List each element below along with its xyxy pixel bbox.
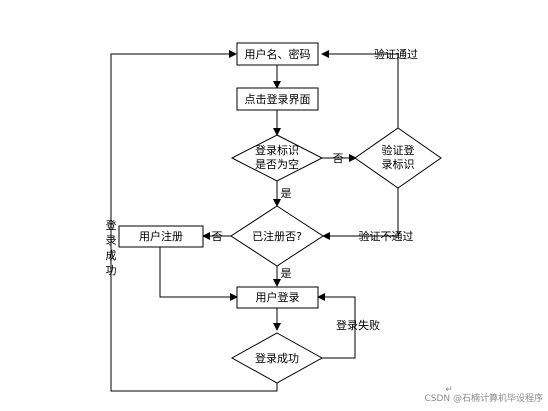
node-user-register: 用户注册 — [118, 225, 204, 248]
edge-register-to-login — [159, 247, 238, 301]
edge-label-no-flag: 否 — [333, 152, 344, 165]
node-login-success: 登录成功 — [230, 332, 324, 384]
vertical-char: 登 — [106, 218, 117, 232]
vertical-char: 录 — [106, 234, 117, 247]
decision-diamond — [230, 205, 324, 267]
edge-login-success-loop — [110, 50, 278, 392]
node-label-line2: 是否为空 — [255, 157, 299, 171]
edge-login-failed-loop — [317, 293, 356, 359]
vertical-char: 功 — [106, 264, 117, 277]
node-label: 用户名、密码 — [245, 47, 311, 61]
node-verify-login-flag: 验证登 录标识 — [354, 127, 442, 189]
node-label-line2: 录标识 — [382, 157, 415, 171]
process-box — [236, 87, 319, 111]
node-label: 用户注册 — [139, 229, 183, 243]
node-label: 已注册否? — [252, 229, 302, 243]
edge-label-login-success-vertical: 登 录 成 功 — [106, 218, 117, 277]
process-box — [118, 225, 204, 248]
decision-diamond — [230, 332, 324, 384]
edge-label-no-registered: 否 — [212, 230, 223, 243]
node-label: 登录成功 — [255, 351, 299, 365]
node-user-login: 用户登录 — [236, 286, 319, 309]
edge-label-verify-fail: 验证不通过 — [359, 229, 414, 243]
process-box — [236, 42, 319, 66]
node-registered: 已注册否? — [230, 205, 324, 267]
decision-diamond — [230, 134, 324, 182]
node-label: 用户登录 — [256, 290, 300, 304]
vertical-char: 成 — [106, 249, 117, 262]
node-login-flag-empty: 登录标识 是否为空 — [230, 134, 324, 182]
watermark: CSDN @石楠计算机毕设程序 — [424, 392, 543, 404]
node-label-line1: 登录标识 — [255, 143, 299, 157]
edge-label-verify-pass: 验证通过 — [374, 47, 418, 61]
node-label-line1: 验证登 — [382, 143, 415, 157]
edge-verify-fail — [322, 188, 399, 240]
node-label: 点击登录界面 — [245, 92, 311, 106]
node-click-login-page: 点击登录界面 — [236, 87, 319, 111]
edge-label-yes-registered: 是 — [281, 267, 292, 280]
connectors — [110, 50, 399, 392]
edge-label-login-failed: 登录失败 — [336, 318, 380, 332]
return-symbol: ↵ — [445, 385, 453, 395]
process-box — [236, 286, 319, 309]
node-username-password: 用户名、密码 — [236, 42, 319, 66]
edge-label-yes-flag: 是 — [281, 187, 292, 200]
edge-verify-pass — [321, 50, 399, 128]
decision-diamond — [354, 127, 442, 189]
